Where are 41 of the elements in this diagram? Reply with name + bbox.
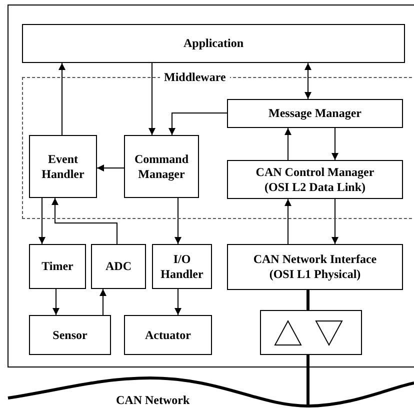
arrow — [174, 288, 182, 316]
arrow — [52, 288, 60, 316]
arrow — [284, 128, 292, 160]
node-label: Command Manager — [133, 152, 190, 182]
arrow — [174, 198, 182, 244]
double-arrow — [304, 62, 312, 100]
process-box — [152, 244, 212, 289]
arrow — [332, 128, 338, 160]
node-label: ADC — [106, 259, 132, 274]
node-label: Sensor — [52, 328, 88, 342]
node-label: Event Handler — [40, 152, 86, 182]
node-label: Message Manager — [268, 106, 362, 121]
arrow — [168, 112, 228, 136]
process-box — [29, 244, 86, 289]
process-box — [29, 315, 111, 355]
node-label: I/O Handler — [160, 252, 204, 282]
process-box — [227, 244, 403, 290]
arrow — [52, 198, 118, 244]
node-label: Application — [183, 36, 244, 51]
node-label: CAN Control Manager (OSI L2 Data Link) — [254, 164, 376, 194]
arrow — [96, 164, 124, 172]
node-label: Actuator — [145, 328, 191, 342]
connector-line — [306, 355, 310, 406]
connector-line — [306, 290, 310, 310]
node-label: CAN Network Interface (OSI L1 Physical) — [252, 252, 378, 282]
process-box — [227, 99, 403, 128]
arrow — [284, 198, 292, 244]
process-box — [29, 135, 97, 198]
process-box — [124, 315, 212, 355]
network-label: CAN Network — [116, 393, 190, 408]
process-box — [91, 244, 146, 289]
arrow — [100, 288, 106, 316]
transceiver-box — [260, 310, 362, 355]
arrow — [332, 198, 338, 244]
process-box — [22, 24, 405, 63]
process-box — [227, 160, 403, 199]
node-label: Timer — [42, 259, 74, 274]
arrow — [38, 198, 46, 244]
arrow — [148, 62, 156, 136]
process-box — [124, 135, 199, 198]
arrow — [58, 62, 66, 136]
